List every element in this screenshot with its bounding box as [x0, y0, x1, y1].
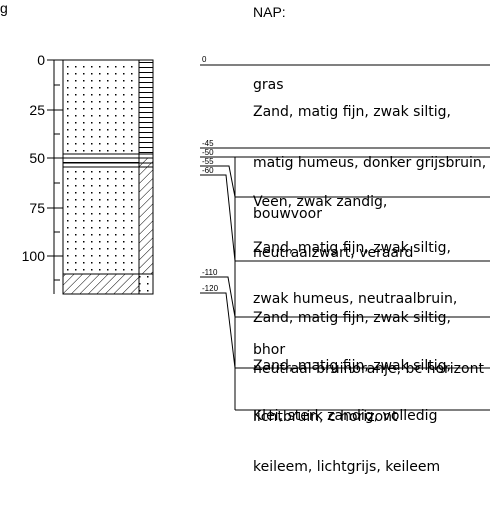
- layer-clay-fill: [63, 274, 139, 294]
- depth-label: 25: [29, 102, 45, 118]
- humus-column-horizontal: [139, 60, 153, 154]
- soil-column: [62, 59, 154, 295]
- boundary-label: -110: [202, 268, 218, 277]
- layer-line: bouwvoor: [253, 206, 322, 222]
- layer-line: neutraal bruinoranje, bc horizont: [253, 361, 484, 377]
- boundary-label: -60: [202, 166, 214, 175]
- depth-label: 0: [37, 52, 45, 68]
- boundary-label: -55: [202, 157, 214, 166]
- layer-line: Klei, sterk zandig, volledig: [253, 408, 438, 424]
- layer-keileem: Klei, sterk zandig, volledig keileem, li…: [253, 374, 490, 510]
- nap-header: NAP:: [253, 4, 286, 20]
- soil-profile-svg: 0 25 50 75 100 0 -45 -50 -55 -60: [0, 0, 490, 411]
- connector-line: [200, 276, 490, 318]
- boundary-label: -45: [202, 139, 214, 148]
- edge-mark: g: [0, 0, 8, 16]
- layer-line: Zand, matig fijn, zwak siltig,: [253, 310, 451, 326]
- layer-veen: Veen, zwak zandig, neutraalzwart, veraar…: [253, 160, 490, 296]
- layer-line: neutraalzwart, veraard: [253, 245, 414, 261]
- layer-line: matig humeus, donker grijsbruin,: [253, 155, 487, 171]
- layer-line: Zand, matig fijn, zwak siltig,: [253, 358, 451, 374]
- connector-line: [200, 165, 490, 198]
- depth-label: 50: [29, 150, 45, 166]
- layer-line: bhor: [253, 342, 286, 358]
- layer-bc-horizont: Zand, matig fijn, zwak siltig, neutraal …: [253, 276, 490, 412]
- depth-label: 100: [22, 248, 46, 264]
- layer-line: Zand, matig fijn, zwak siltig,: [253, 104, 451, 120]
- layer-bouwvoor: Zand, matig fijn, zwak siltig, matig hum…: [253, 70, 490, 257]
- layer-gras: gras: [253, 43, 490, 128]
- layer-line: Veen, zwak zandig,: [253, 194, 388, 210]
- soil-profile-diagram: 0 25 50 75 100 0 -45 -50 -55 -60: [0, 0, 490, 475]
- bottom-dots-fill: [139, 274, 153, 294]
- layer-sand-fill: [63, 167, 139, 274]
- connector-line: [200, 174, 490, 262]
- humus-column-diagonal: [139, 158, 153, 274]
- layer-bhor: Zand, matig fijn, zwak siltig, zwak hume…: [253, 206, 490, 393]
- layer-line: keileem, lichtgrijs, keileem: [253, 459, 441, 475]
- boundary-label: -120: [202, 284, 219, 293]
- layer-line: zwak humeus, neutraalbruin,: [253, 291, 458, 307]
- boundary-connectors: [200, 64, 490, 411]
- layer-line: gras: [253, 77, 284, 93]
- connector-line: [200, 292, 490, 369]
- depth-label: 75: [29, 200, 45, 216]
- boundary-label: -50: [202, 148, 214, 157]
- layer-line: Zand, matig fijn, zwak siltig,: [253, 240, 451, 256]
- layer-sand-fill: [63, 60, 139, 154]
- boundary-label: 0: [202, 55, 207, 64]
